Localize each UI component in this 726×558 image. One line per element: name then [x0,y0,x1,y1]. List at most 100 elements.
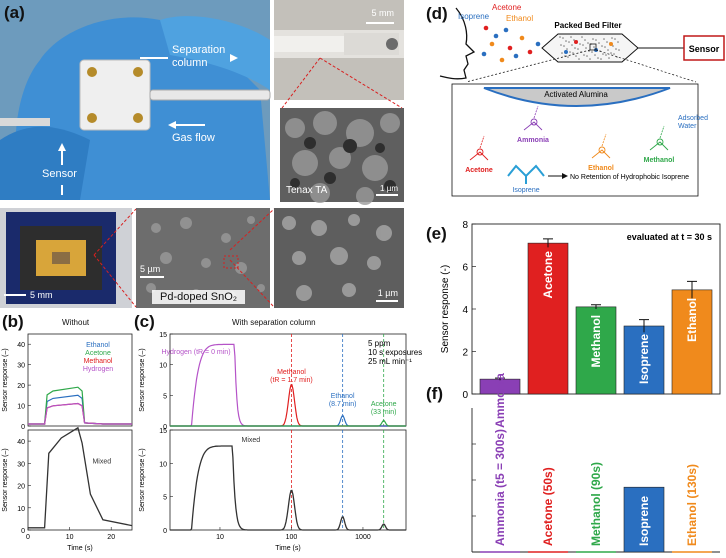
chart-c-ytick-label: 5 [163,495,167,502]
column-photo: 5 mm [274,0,404,100]
tenax-sem-texture [280,108,404,205]
packed-bed-grain [561,52,563,54]
chart-e-annotation: evaluated at t = 30 s [627,232,712,242]
chart-f-bar-label-1: Acetone (50s) [541,467,555,546]
packed-bed-grain [598,42,600,44]
molecule-label-acetone: Acetone [465,167,493,174]
chart-c-series-ethanol [170,415,406,427]
gas-dot [499,57,505,63]
gas-dot [483,25,489,31]
sno2-sem-right-texture [274,208,404,308]
chart-b-ytick-label: 40 [17,342,25,349]
panel-c-title: With separation column [232,318,316,327]
no-retention-label: No Retention of Hydrophobic Isoprene [570,174,689,181]
packed-bed-grain [567,56,569,58]
packed-bed-grain [562,37,564,39]
chart-c-annotation-2-line: Ethanol [331,393,355,400]
molecule-label-ethanol: Ethanol [588,165,614,172]
gas-label-acetone: Acetone [492,3,522,12]
chart-b-legend-hydrogen: Hydrogen [83,366,113,373]
hand-photo: (a) Separation column Gas flow Sensor [0,0,271,201]
packed-bed-grain [578,58,580,60]
chart-b-ylabel: Sensor response (–) [2,448,9,511]
chart-f: Ammonia (t5 = 300s)Acetone (50s)Methanol… [471,408,720,553]
chart-f-bar-label-4: Ethanol (130s) [685,464,699,546]
packed-bed-grain [617,41,619,43]
chart-b-series-ethanol [28,394,132,425]
hbond-line [533,105,539,119]
molecule-bond-icon [591,149,611,159]
gas-dot [481,51,487,57]
molecule-label-ammonia: Ammonia [517,137,549,144]
hbond-line [659,125,665,139]
no-retention-arrowhead-icon [562,173,568,179]
panel-d-letter: (d) [426,4,448,23]
packed-bed-label: Packed Bed Filter [554,21,621,30]
chart-c-ytick-label: 15 [159,332,167,339]
chart-b-legend-ethanol: Ethanol [86,342,110,349]
packed-bed-grain [575,55,577,57]
packed-bed-dot [564,50,568,54]
packed-bed-grain [574,47,576,49]
chart-b-series-methanol [28,402,132,425]
molecule-bond-icon [469,151,489,161]
gas-dot [503,27,509,33]
packed-bed-grain [593,46,595,48]
chart-b-ytick-label: 30 [17,363,25,370]
packed-bed-grain [614,38,616,40]
zoom-lines-tenax [281,57,403,109]
chart-b-legend-methanol: Methanol [84,358,113,365]
panel-b-letter: (b) [2,312,24,331]
separation-column-label: Separation column [172,44,226,69]
chart-b-ytick-label: 30 [17,461,25,468]
chart-c-annotation-3-line: (33 min) [371,409,397,416]
gas-dot [535,41,541,47]
chart-b-ytick-label: 20 [17,383,25,390]
scale-label-sem-right: 1 µm [377,288,398,298]
gas-dot [519,35,525,41]
sensor-box-label: Sensor [689,44,720,54]
sno2-sem-right: 1 µm [274,208,404,308]
packed-bed-grain [611,37,613,39]
panel-c-letter: (c) [134,312,155,331]
packed-bed-dot [609,42,613,46]
chip-photo: 5 mm [0,208,132,308]
chart-b-series-acetone [28,386,132,425]
scale-label-sem-mid: 5 µm [140,264,161,274]
chart-b-series-mixed [28,426,133,529]
chart-c-ytick-label: 15 [159,428,167,435]
molecule-atom-icon [656,138,664,146]
gas-dot [493,33,499,39]
packed-bed-grain [600,58,602,60]
packed-bed-dot [574,40,578,44]
packed-bed-grain [604,46,606,48]
packed-bed-grain [608,57,610,59]
adsorbed-water-label-line: Adsorbed [678,115,708,122]
panel-e-letter: (e) [426,224,447,243]
scale-bar-sem-mid [140,276,164,278]
chart-c-xtick-label: 10 [216,534,224,541]
chart-e-ytick-label: 4 [462,305,468,316]
chart-c-annotation-1: Methanol(tR = 1.7 min) [270,369,313,384]
chart-c-series-acetone [170,419,406,427]
packed-bed-grain [583,54,585,56]
gas-dot [489,41,495,47]
chart-e-bar-label-isoprene: Isoprene [637,334,651,384]
chart-c-ytick-label: 0 [163,528,167,535]
chart-c-ylabel: Sensor response (–) [139,448,146,511]
face-outline-icon [439,7,476,80]
zoom-line-left [465,49,591,83]
molecule-label-isoprene: Isoprene [512,187,539,194]
chart-c-xlabel: Time (s) [275,545,300,552]
chart-c-info-line: 10 s exposures [368,348,422,357]
chart-e-bar-label-ethanol: Ethanol [685,298,699,342]
packed-bed-grain [566,48,568,50]
chart-c-annotation-2-line: (8.7 min) [329,401,357,408]
packed-bed-grain [569,51,571,53]
scale-bar-tenax [376,194,398,196]
chart-c-ytick-label: 0 [163,424,167,431]
zoom-line-right [595,49,697,83]
chart-b-mixed-label: Mixed [92,458,111,465]
